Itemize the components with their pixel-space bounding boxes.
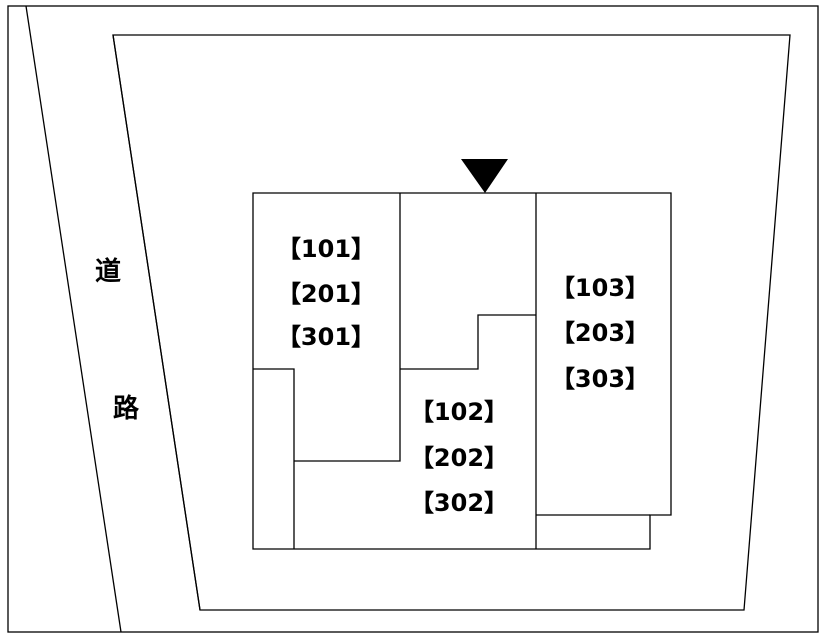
down-triangle-icon [461,159,508,193]
room-label: 【101】 [277,235,375,263]
wall-left-building [294,193,401,462]
center-building-rooms: 【102】 【202】 【302】 [410,398,508,517]
wall-left-inner [253,368,295,549]
room-label: 【303】 [551,365,649,393]
outer-frame [7,5,819,633]
road-edge-left [25,5,122,633]
room-label: 【103】 [551,274,649,302]
wall-center-step [400,314,536,370]
road-label-top: 道 [95,256,121,287]
room-label: 【201】 [277,280,375,308]
right-building-rooms: 【103】 【203】 【303】 [551,274,649,393]
room-label: 【203】 [551,319,649,347]
room-label: 【202】 [410,444,508,472]
room-label: 【302】 [410,489,508,517]
left-building-rooms: 【101】 【201】 【301】 [277,235,375,351]
room-label: 【301】 [277,323,375,351]
room-label: 【102】 [410,398,508,426]
site-boundary [112,34,791,611]
road-label-bottom: 路 [113,393,140,424]
